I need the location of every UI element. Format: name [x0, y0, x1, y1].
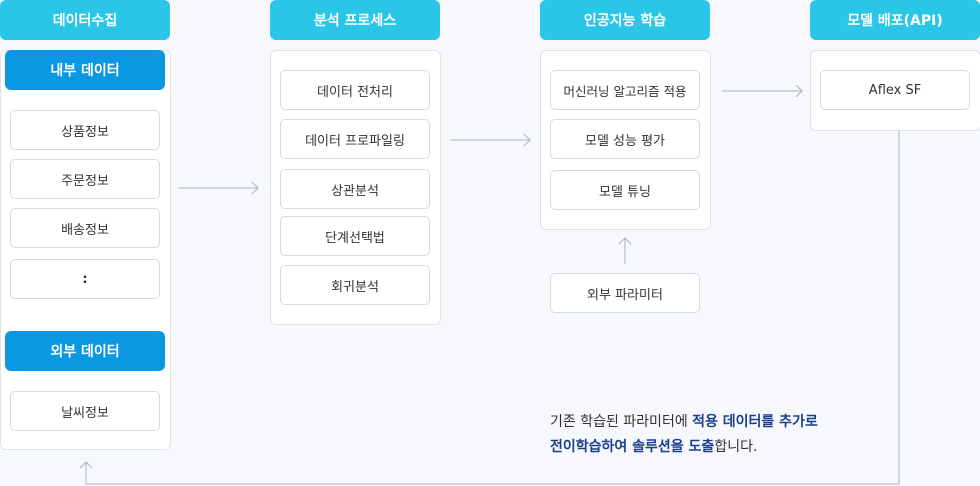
stage-header-deploy: 모델 배포(API): [810, 0, 980, 40]
stage-header-collect: 데이터수집: [0, 0, 170, 40]
caption-highlight-1: 적용 데이터를 추가로: [692, 414, 818, 430]
stage-header-analysis: 분석 프로세스: [270, 0, 440, 40]
tab-external-data: 외부 데이터: [5, 331, 165, 371]
box-regression: 회귀분석: [280, 265, 430, 305]
box-external-parameter: 외부 파라미터: [550, 273, 700, 313]
caption-part4: 합니다.: [714, 439, 758, 455]
feedback-loop-line: [85, 130, 900, 485]
box-model-evaluation: 모델 성능 평가: [550, 119, 700, 159]
box-ml-algorithm: 머신러닝 알고리즘 적용: [550, 70, 700, 110]
box-weather-info: 날씨정보: [10, 391, 160, 431]
box-model-tuning: 모델 튜닝: [550, 170, 700, 210]
box-order-info: 주문정보: [10, 159, 160, 199]
box-stepwise: 단계선택법: [280, 216, 430, 256]
caption: 기존 학습된 파라미터에 적용 데이터를 추가로 전이학습하여 솔루션을 도출합…: [550, 410, 880, 460]
box-aflex-sf: Aflex SF: [820, 70, 970, 110]
stage-header-ai: 인공지능 학습: [540, 0, 710, 40]
box-preprocessing: 데이터 전처리: [280, 70, 430, 110]
caption-part1: 기존 학습된 파라미터에: [550, 414, 693, 430]
box-product-info: 상품정보: [10, 110, 160, 150]
tab-internal-data: 내부 데이터: [5, 50, 165, 90]
box-ellipsis: :: [10, 259, 160, 299]
box-correlation: 상관분석: [280, 169, 430, 209]
box-delivery-info: 배송정보: [10, 208, 160, 248]
box-profiling: 데이터 프로파일링: [280, 119, 430, 159]
caption-highlight-2: 전이학습하여 솔루션을 도출: [550, 439, 715, 455]
